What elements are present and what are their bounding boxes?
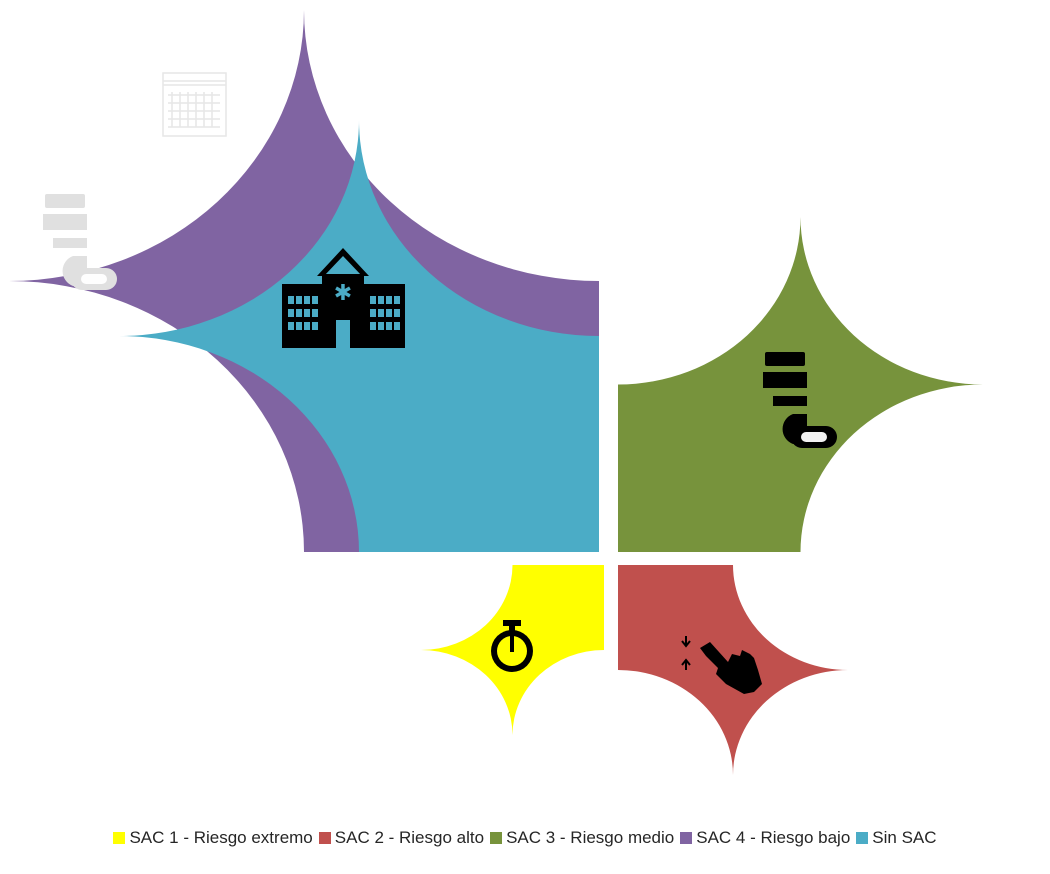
legend: SAC 1 - Riesgo extremo SAC 2 - Riesgo alt…: [0, 828, 1050, 849]
legend-item: Sin SAC: [856, 828, 937, 848]
legend-swatch: [490, 832, 503, 844]
medicine-bottle-icon: [43, 194, 117, 290]
legend-item: SAC 4 - Riesgo bajo: [680, 828, 850, 848]
legend-swatch: [318, 832, 331, 844]
svg-text:✱: ✱: [334, 281, 352, 306]
legend-label: Sin SAC: [872, 828, 937, 847]
legend-label: SAC 3 - Riesgo medio: [506, 828, 675, 847]
legend-item: SAC 2 - Riesgo alto: [318, 828, 485, 848]
legend-label: SAC 1 - Riesgo extremo: [129, 828, 313, 847]
medicine-bottle-icon: [763, 352, 837, 448]
legend-item: SAC 1 - Riesgo extremo: [113, 828, 313, 848]
calendar-icon: [162, 72, 227, 137]
legend-item: SAC 3 - Riesgo medio: [490, 828, 674, 848]
hospital-icon: ✱: [282, 248, 405, 348]
legend-swatch: [856, 832, 869, 844]
legend-swatch: [113, 832, 126, 844]
legend-label: SAC 2 - Riesgo alto: [334, 828, 485, 847]
legend-swatch: [680, 832, 693, 844]
legend-label: SAC 4 - Riesgo bajo: [696, 828, 851, 847]
hand-tap-icon: [681, 636, 762, 694]
stopwatch-icon: [491, 620, 533, 672]
